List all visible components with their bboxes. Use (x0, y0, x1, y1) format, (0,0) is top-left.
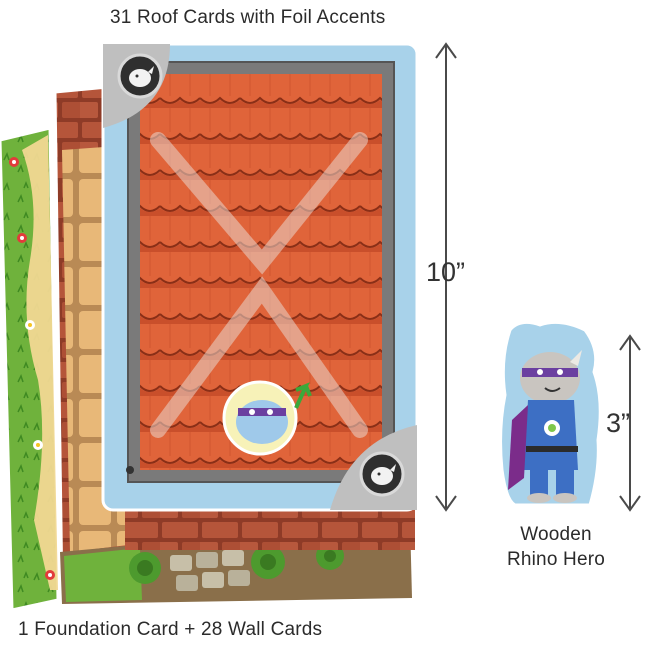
rhino-head-icon (129, 66, 154, 87)
green-arrow-icon (294, 382, 312, 409)
foundation-wall-caption: 1 Foundation Card + 28 Wall Cards (18, 619, 323, 640)
roof-card (101, 42, 419, 512)
hero-caption-line2: Rhino Hero (506, 549, 606, 570)
roof-cards-caption: 31 Roof Cards with Foil Accents (110, 7, 386, 28)
hero-mask (522, 368, 578, 377)
hero-caption-line1: Wooden (520, 524, 592, 545)
foundation-card (0, 126, 60, 612)
wooden-rhino-hero (499, 320, 602, 507)
rhino-hero-portrait (222, 380, 312, 456)
rhino-badge-top (103, 44, 170, 128)
foil-x-accent (150, 132, 368, 438)
rhino-head-icon (371, 464, 396, 485)
height-arrow-card (435, 42, 457, 512)
hero-height-label: 3” (606, 408, 631, 438)
card-height-label: 10” (426, 257, 466, 287)
height-arrow-hero (619, 334, 641, 512)
rhino-badge-bottom (330, 425, 417, 510)
stone-path (170, 550, 250, 591)
flower-icons (9, 157, 55, 580)
hero-caption: Wooden Rhino Hero (486, 522, 626, 572)
